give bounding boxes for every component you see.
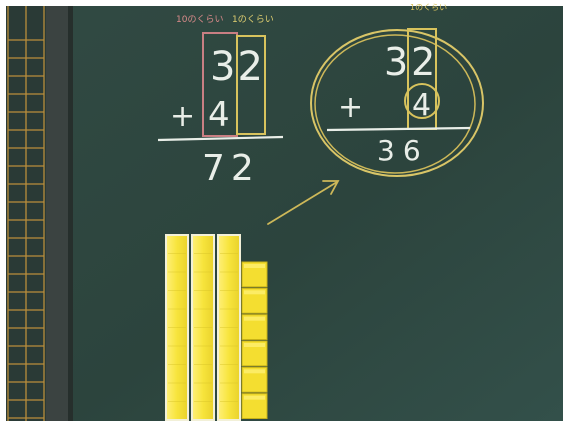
ones-column-box	[236, 35, 266, 135]
ten-rod	[165, 234, 189, 421]
left-plus-sign: +	[170, 99, 195, 134]
tens-place-label: 10のくらい	[176, 14, 223, 25]
highlight-ellipse-inner	[314, 34, 476, 174]
highlight-ellipse-outer	[310, 29, 484, 177]
board-divider-frame	[46, 6, 72, 421]
right-result: 36	[377, 134, 429, 167]
unit-cube	[241, 261, 268, 288]
grid-lines	[7, 6, 45, 421]
unit-cube	[241, 287, 268, 314]
base-ten-blocks	[165, 234, 268, 421]
right-addend: 4	[412, 88, 431, 123]
right-plus-sign: +	[338, 90, 363, 125]
ten-rod	[191, 234, 215, 421]
unit-cube	[241, 314, 268, 340]
left-sum-line	[157, 135, 284, 142]
top-right-label: 1のくらい	[410, 3, 447, 12]
unit-cube	[241, 393, 268, 419]
ones-place-label: 1のくらい	[232, 14, 274, 25]
addend-circle	[404, 83, 440, 119]
board-divider-shadow	[68, 6, 73, 421]
left-addend: 4	[208, 95, 230, 135]
right-sum-line	[326, 126, 471, 132]
chalk-arrow	[267, 180, 340, 225]
unit-cube	[241, 366, 268, 393]
ten-rod	[217, 234, 241, 421]
right-top-number: 32	[384, 40, 438, 84]
left-top-number: 32	[210, 44, 265, 90]
unit-cube	[241, 340, 268, 367]
left-wrong-result: 72	[202, 148, 260, 189]
